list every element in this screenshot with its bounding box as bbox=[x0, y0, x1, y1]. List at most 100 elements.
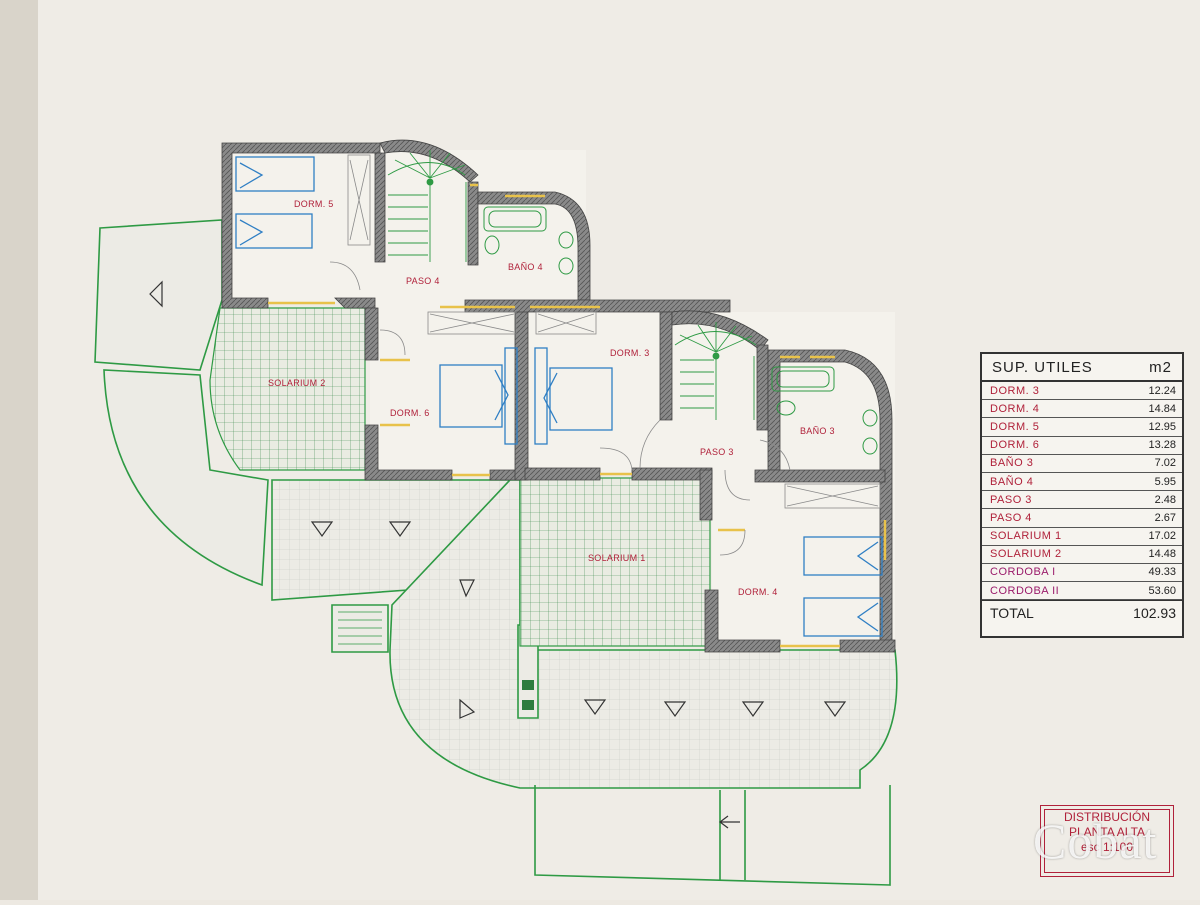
wall-dorm4 bbox=[704, 589, 781, 653]
table-row: CORDOBA II 53.60 bbox=[982, 582, 1182, 601]
main-terrace bbox=[389, 479, 898, 789]
title-line-2: PLANTA ALTA bbox=[1068, 825, 1146, 839]
row-name: PASO 4 bbox=[990, 511, 1032, 524]
arrow-down bbox=[310, 521, 334, 538]
row-value: 14.84 bbox=[1148, 402, 1176, 415]
table-row: PASO 3 2.48 bbox=[982, 491, 1182, 510]
table-row: CORDOBA I 49.33 bbox=[982, 564, 1182, 583]
wardrobe-dorm5 bbox=[347, 154, 371, 246]
room-label-dorm5: DORM. 5 bbox=[294, 199, 334, 209]
room-label-dorm3: DORM. 3 bbox=[610, 348, 650, 358]
area-table-unit: m2 bbox=[1149, 358, 1172, 376]
arrow-left bbox=[149, 280, 163, 308]
table-row: DORM. 4 14.84 bbox=[982, 400, 1182, 419]
slope-arrows bbox=[149, 280, 847, 829]
solarium-1-floor bbox=[519, 477, 711, 647]
sink-4 bbox=[558, 231, 574, 249]
bed-dorm5-a bbox=[235, 156, 315, 192]
total-value: 102.93 bbox=[1133, 605, 1176, 622]
title-block: DISTRIBUCIÓN PLANTA ALTA esc 1:100 bbox=[1040, 805, 1174, 877]
arrow-down bbox=[583, 699, 607, 716]
room-label-paso4: PASO 4 bbox=[406, 276, 440, 286]
room-label-dorm6: DORM. 6 bbox=[390, 408, 430, 418]
arrow-down bbox=[741, 701, 765, 718]
row-name: DORM. 5 bbox=[990, 420, 1040, 433]
arrow-down bbox=[663, 701, 687, 718]
room-label-dorm4: DORM. 4 bbox=[738, 587, 778, 597]
bed-dorm5-b bbox=[235, 213, 313, 249]
room-label-solarium2: SOLARIUM 2 bbox=[268, 378, 326, 388]
beds bbox=[235, 156, 883, 637]
bed-dorm6 bbox=[439, 364, 503, 428]
room-label-bano3: BAÑO 3 bbox=[800, 426, 835, 436]
row-value: 14.48 bbox=[1148, 548, 1176, 561]
bed-dorm4-b bbox=[803, 597, 883, 637]
title-line-1: DISTRIBUCIÓN bbox=[1063, 810, 1150, 824]
title-scale: esc 1:100 bbox=[1080, 840, 1134, 854]
staircases bbox=[387, 150, 757, 420]
row-value: 12.24 bbox=[1148, 384, 1176, 397]
row-name: DORM. 6 bbox=[990, 439, 1040, 452]
bathroom-fixtures bbox=[483, 206, 878, 455]
table-row: DORM. 6 13.28 bbox=[982, 437, 1182, 455]
solarium-2-floor bbox=[209, 307, 366, 471]
row-name: SOLARIUM 2 bbox=[990, 548, 1062, 561]
door-swings bbox=[329, 261, 791, 556]
row-value: 2.48 bbox=[1154, 493, 1176, 506]
area-schedule-table: SUP. UTILES m2 DORM. 3 12.24 DORM. 4 14.84… bbox=[980, 352, 1184, 638]
row-value: 7.02 bbox=[1154, 457, 1176, 470]
sink-3 bbox=[862, 409, 878, 427]
arrow-diag bbox=[459, 698, 476, 719]
area-table-title: SUP. UTILES bbox=[992, 358, 1093, 376]
exterior-stair bbox=[331, 604, 389, 653]
room-labels: DORM. 5 PASO 4 BAÑO 4 SOLARIUM 2 DORM. 6… bbox=[268, 199, 835, 597]
wardrobe-dorm6 bbox=[427, 311, 517, 335]
wall-dorm5 bbox=[221, 142, 381, 309]
table-row: PASO 4 2.67 bbox=[982, 509, 1182, 528]
area-table-total: TOTAL 102.93 bbox=[982, 600, 1182, 625]
row-value: 13.28 bbox=[1148, 439, 1176, 452]
paper-edge bbox=[0, 0, 38, 900]
bed-dorm4-a bbox=[803, 536, 883, 576]
doors-windows bbox=[268, 183, 887, 648]
row-name: SOLARIUM 1 bbox=[990, 530, 1062, 543]
row-name: DORM. 3 bbox=[990, 384, 1040, 397]
deck-rail bbox=[719, 790, 746, 880]
row-name: CORDOBA I bbox=[990, 566, 1056, 579]
watermark-logo: Cobat bbox=[1033, 813, 1158, 869]
wardrobe-dorm3 bbox=[535, 311, 597, 335]
table-row: SOLARIUM 2 14.48 bbox=[982, 546, 1182, 564]
row-name: DORM. 4 bbox=[990, 402, 1040, 415]
arrow-down bbox=[388, 521, 412, 538]
bed-dorm3 bbox=[549, 367, 613, 431]
door bbox=[380, 358, 410, 427]
lower-deck bbox=[534, 785, 891, 886]
total-label: TOTAL bbox=[990, 605, 1034, 622]
arrow-diag bbox=[459, 579, 475, 598]
toilet-4 bbox=[484, 235, 500, 255]
room-label-bano4: BAÑO 4 bbox=[508, 262, 543, 272]
wardrobes bbox=[347, 154, 881, 509]
row-name: PASO 3 bbox=[990, 493, 1032, 506]
room-label-paso3: PASO 3 bbox=[700, 447, 734, 457]
terraces bbox=[94, 219, 898, 886]
window bbox=[470, 183, 545, 198]
room-label-solarium1: SOLARIUM 1 bbox=[588, 553, 646, 563]
row-value: 2.67 bbox=[1154, 511, 1176, 524]
row-name: CORDOBA II bbox=[990, 584, 1060, 597]
row-value: 49.33 bbox=[1148, 566, 1176, 579]
wall-stair-4 bbox=[379, 139, 479, 183]
row-value: 17.02 bbox=[1148, 530, 1176, 543]
toilet-3 bbox=[776, 400, 796, 416]
row-value: 53.60 bbox=[1148, 584, 1176, 597]
wardrobe-dorm4 bbox=[784, 483, 881, 509]
arrow-down bbox=[823, 701, 847, 718]
left-curved-terrace bbox=[103, 369, 269, 587]
table-row: BAÑO 3 7.02 bbox=[982, 455, 1182, 473]
row-name: BAÑO 3 bbox=[990, 457, 1034, 470]
left-balcony bbox=[94, 219, 223, 371]
row-name: BAÑO 4 bbox=[990, 475, 1034, 488]
table-row: DORM. 3 12.24 bbox=[982, 382, 1182, 401]
